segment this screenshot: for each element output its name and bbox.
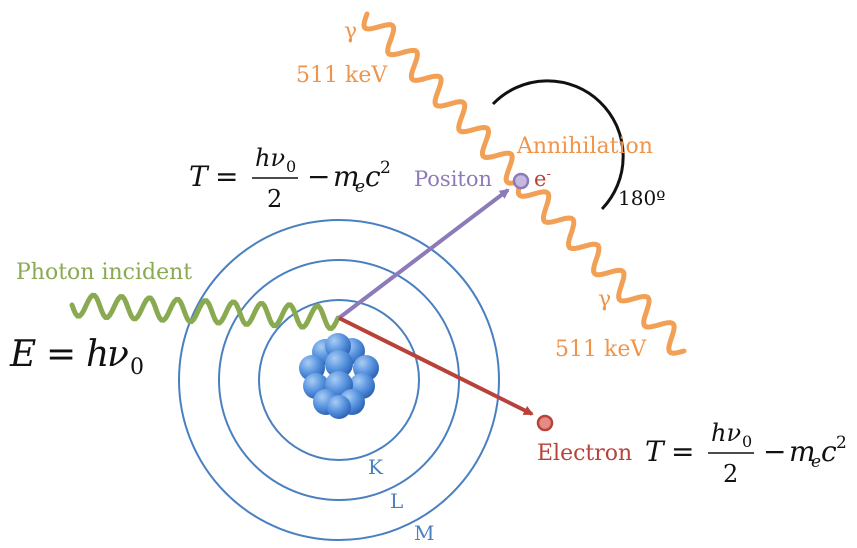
shell-k-label: K (368, 455, 384, 479)
svg-text:T: T (189, 160, 210, 193)
svg-text:E: E (9, 334, 36, 375)
positron-label: Positon (414, 167, 492, 191)
positron-dot (512, 172, 530, 190)
gamma-top-wave (361, 11, 524, 186)
svg-text:ν: ν (107, 334, 129, 375)
angle-arc (491, 79, 625, 211)
svg-text:e: e (355, 177, 365, 197)
gamma-bottom-wave (515, 178, 687, 356)
shell-l-ring (218, 259, 460, 501)
gamma-bottom-symbol: γ (598, 287, 611, 312)
energy-equation: E = h ν 0 (9, 334, 144, 380)
shell-k-ring (258, 299, 420, 461)
svg-text:−: − (307, 160, 330, 193)
electron-label: Electron (537, 441, 632, 466)
svg-text:hν: hν (711, 419, 741, 447)
svg-text:=: = (215, 160, 238, 193)
positron-arrow (337, 188, 510, 320)
svg-text:=: = (671, 435, 694, 468)
gamma-top-symbol: γ (344, 19, 357, 44)
shell-m-label: M (414, 521, 434, 543)
svg-text:0: 0 (742, 432, 752, 451)
gamma-bottom-energy: 511 keV (555, 337, 647, 362)
svg-text:c: c (821, 435, 837, 468)
svg-text:h: h (86, 334, 109, 375)
shell-m-ring (178, 219, 500, 541)
nucleus-icon (299, 333, 379, 419)
shell-l-label: L (390, 489, 403, 513)
svg-text:=: = (46, 334, 76, 375)
svg-text:c: c (365, 160, 381, 193)
angle-label: 180º (618, 186, 666, 210)
svg-text:2: 2 (380, 158, 391, 178)
svg-text:m: m (333, 160, 360, 193)
svg-text:T: T (645, 435, 666, 468)
svg-text:m: m (789, 435, 816, 468)
svg-text:2: 2 (836, 433, 847, 453)
electron-arrow (338, 316, 534, 416)
svg-text:hν: hν (255, 144, 285, 172)
svg-text:0: 0 (286, 157, 296, 176)
svg-text:2: 2 (723, 460, 738, 488)
annihilation-label: Annihilation (516, 134, 653, 159)
annihilation-electron-label: e- (534, 167, 551, 191)
electron-energy-equation: T = hν 0 2 − m e c 2 (645, 419, 847, 488)
svg-text:2: 2 (267, 185, 282, 213)
photon-incident-label: Photon incident (16, 260, 192, 285)
svg-text:e: e (811, 452, 821, 472)
incident-photon-wave (69, 292, 341, 331)
electron-shells (178, 219, 500, 541)
svg-text:0: 0 (130, 355, 144, 380)
gamma-top-energy: 511 keV (296, 63, 388, 88)
svg-text:−: − (763, 435, 786, 468)
positron-energy-equation: T = hν 0 2 − m e c 2 (189, 144, 391, 213)
electron-dot (536, 414, 554, 432)
